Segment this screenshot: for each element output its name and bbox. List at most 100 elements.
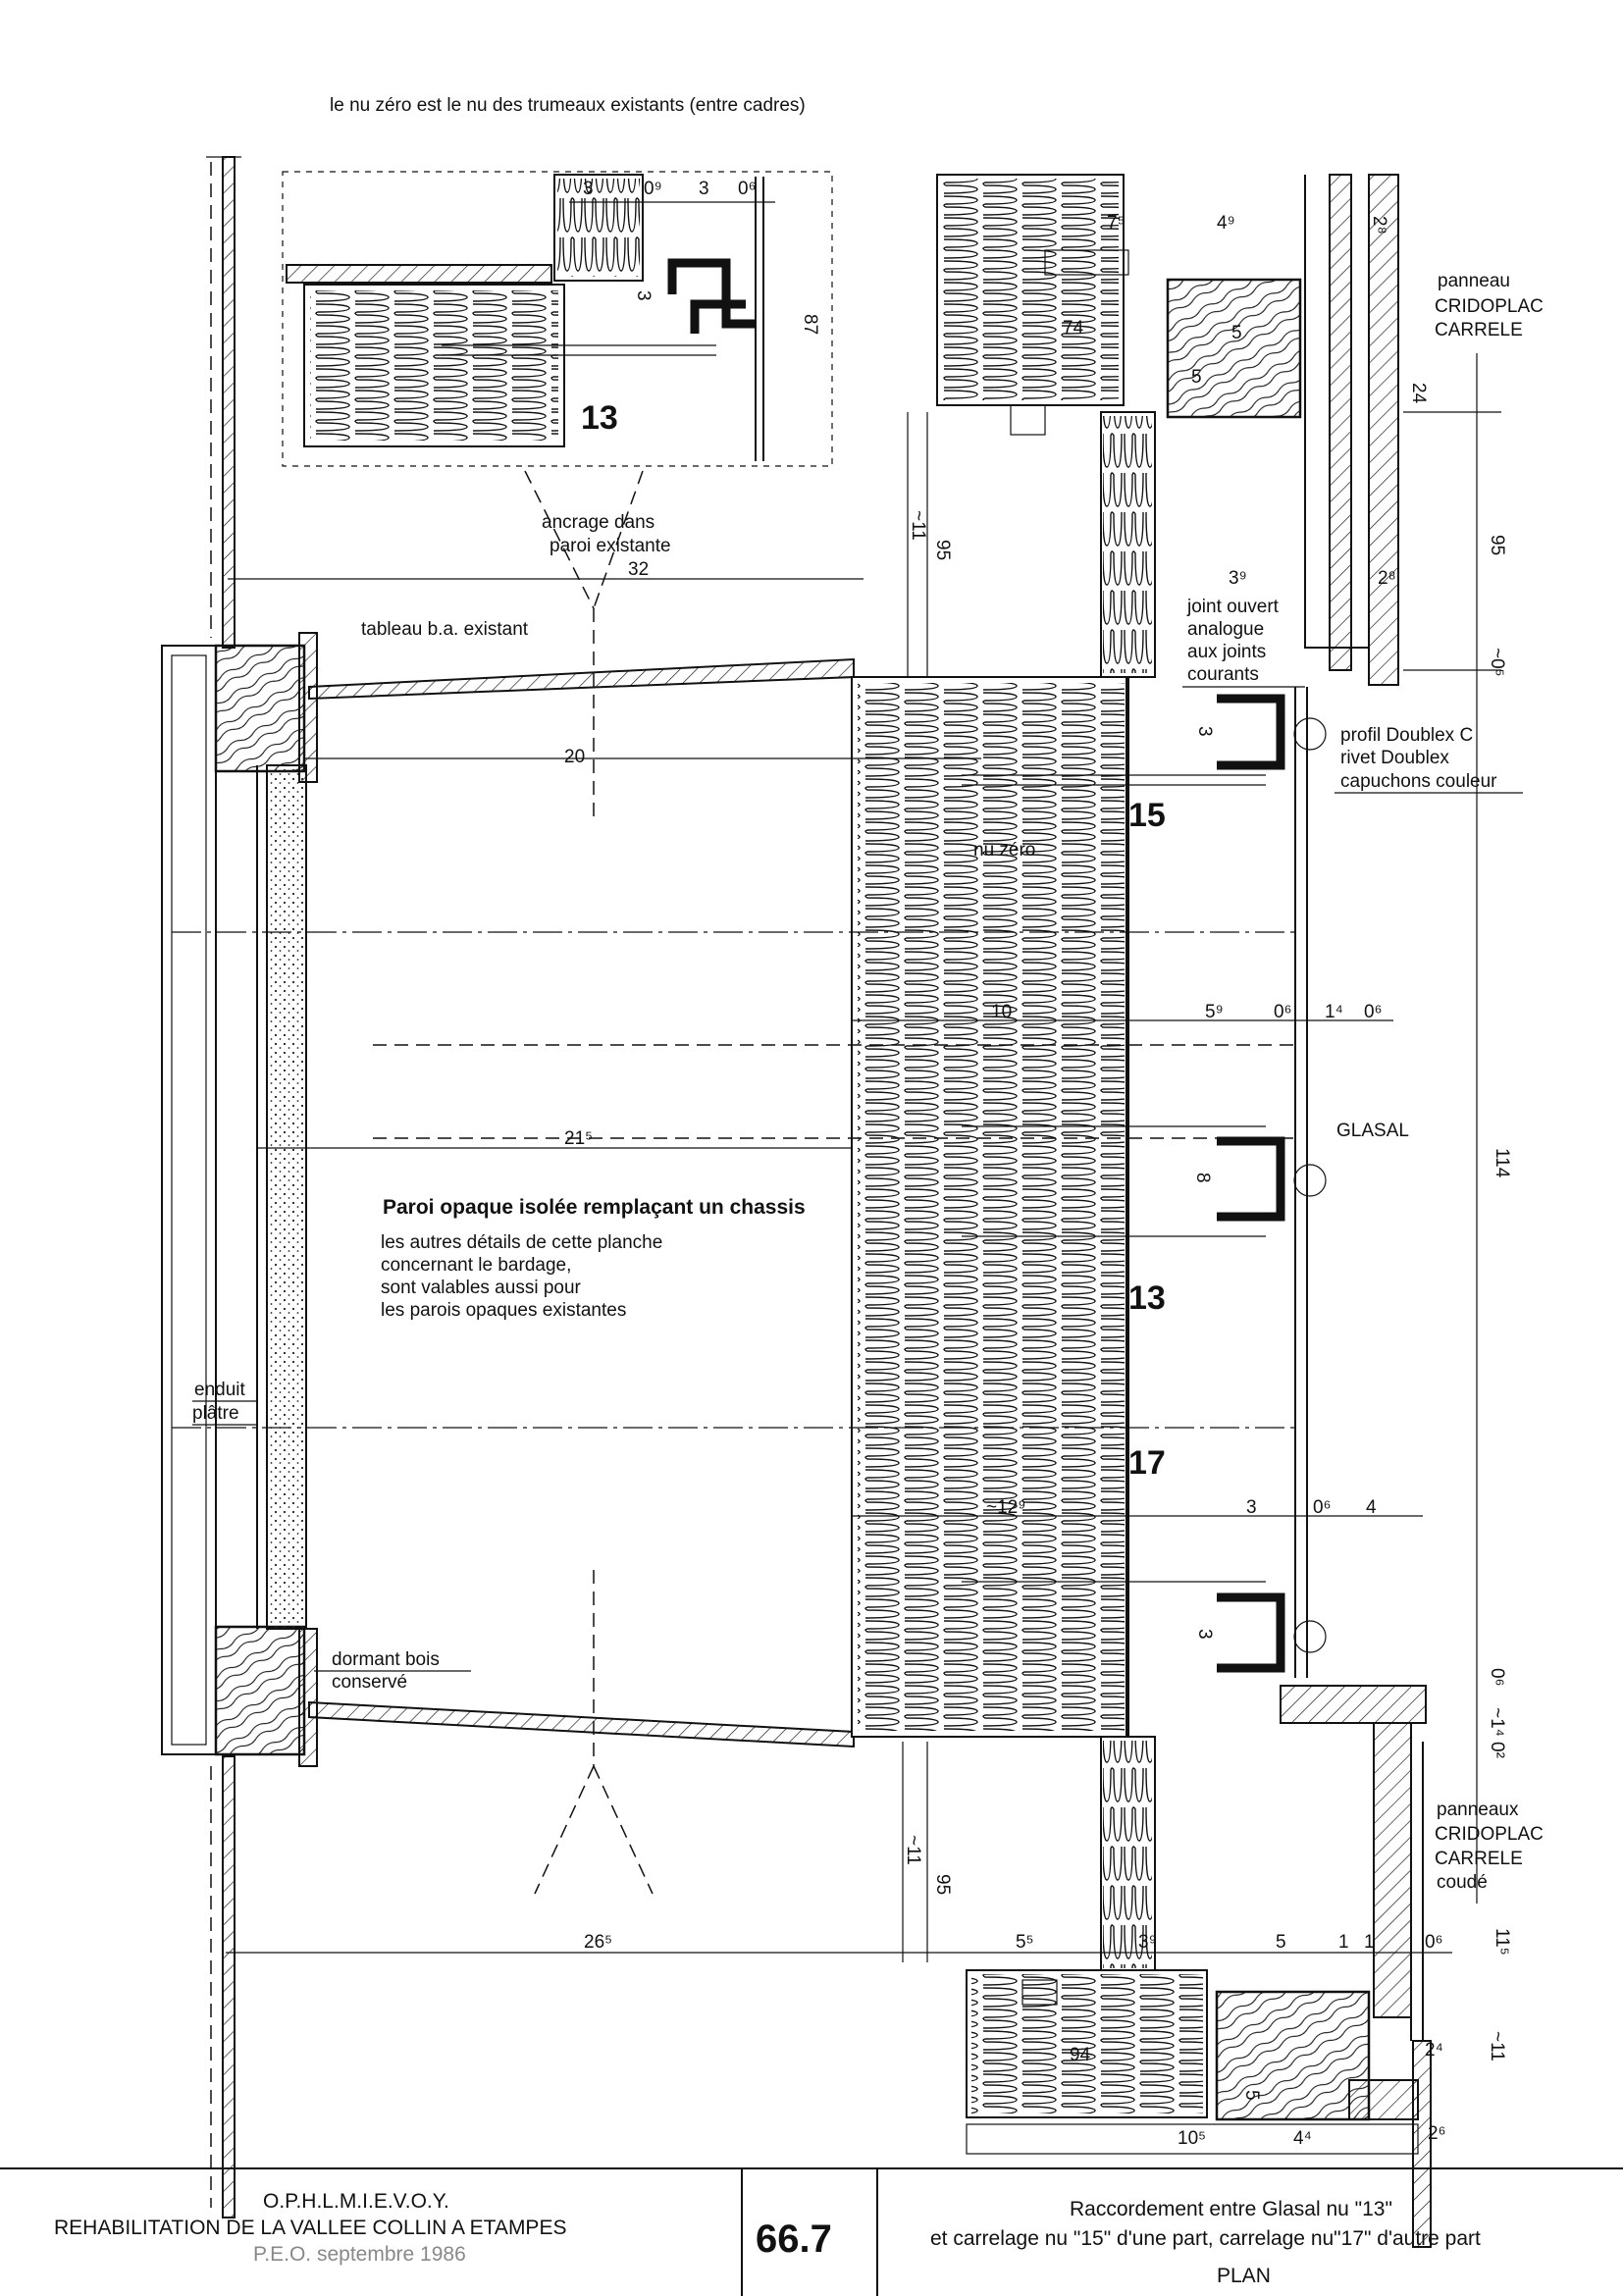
label-joint-2: analogue xyxy=(1187,619,1264,640)
dim-06a: 0⁶ xyxy=(738,179,756,199)
dim-115: 11⁵ xyxy=(1492,1928,1512,1956)
dim-49: 4⁹ xyxy=(1217,213,1235,234)
title-desc-2: et carrelage nu "15" d'une part, carrela… xyxy=(930,2227,1481,2250)
plaster-labels: enduit plâtre dormant bois conservé xyxy=(192,1380,471,1693)
label-platre: plâtre xyxy=(192,1403,239,1424)
title-org: O.P.H.L.M.I.E.V.O.Y. xyxy=(263,2190,449,2213)
dim-06d: 0⁶ xyxy=(1313,1497,1331,1518)
title-desc-3: PLAN xyxy=(1217,2265,1271,2287)
dim-10: 10 xyxy=(991,1002,1012,1022)
label-carrele-bot: CARRELE xyxy=(1435,1849,1523,1869)
dim-5c: 5 xyxy=(1276,1932,1286,1953)
dim-3c: 3 xyxy=(633,290,654,301)
vertical-dimensions: ~11 95 11 4 ~11 95 xyxy=(902,412,1512,1962)
dim-3d: 3 xyxy=(1194,726,1215,737)
paroi-line-3: sont valables aussi pour xyxy=(381,1278,582,1298)
dim-09: 0⁹ xyxy=(644,179,662,199)
label-glasal: GLASAL xyxy=(1336,1121,1409,1141)
dim-3a: 3 xyxy=(583,179,594,199)
label-nu-13-main: 13 xyxy=(1128,1279,1166,1317)
title-block: O.P.H.L.M.I.E.V.O.Y. REHABILITATION DE L… xyxy=(0,2167,1623,2296)
dim-06c: 0⁶ xyxy=(1364,1002,1382,1022)
dim-87: 87 xyxy=(800,314,820,335)
dim-44: 4⁴ xyxy=(1293,2128,1312,2149)
horizontal-dimensions: 20 10 5⁹ 0⁶ 1⁴ 0⁶ 21⁵ ~12⁹ 3 0⁶ 4 xyxy=(257,747,1423,1518)
label-nu-13-top: 13 xyxy=(581,399,618,437)
dim-1a: 1 xyxy=(1338,1932,1349,1953)
dim-28b: 2⁸ xyxy=(1378,568,1396,589)
dim-74: 74 xyxy=(1063,318,1084,339)
label-paroi-existante: paroi existante xyxy=(550,536,671,556)
dim-05: ~0⁵ xyxy=(1487,648,1507,677)
label-nu-15: 15 xyxy=(1128,797,1166,834)
label-capuchons: capuchons couleur xyxy=(1340,771,1497,792)
dim-24a: 24 xyxy=(1408,383,1429,404)
dim-3b: 3 xyxy=(699,179,709,199)
title-date: P.E.O. septembre 1986 xyxy=(253,2243,466,2266)
label-cridoplac-bot: CRIDOPLAC xyxy=(1435,1824,1544,1845)
title-number: 66.7 xyxy=(756,2218,832,2261)
existing-wall-left xyxy=(206,156,241,2218)
anchor-lines-bottom xyxy=(534,1570,654,1895)
label-coude-bot: coudé xyxy=(1437,1872,1488,1893)
label-enduit: enduit xyxy=(194,1380,245,1400)
dim-59: 5⁹ xyxy=(1205,1002,1224,1022)
dim-1b: 1 xyxy=(1364,1932,1375,1953)
dim-11a: ~11 xyxy=(908,510,928,541)
profile-labels: profil Doublex C rivet Doublex capuchons… xyxy=(1182,597,1523,1141)
doublex-profiles: 3 8 3 xyxy=(962,687,1327,1678)
label-dormant: dormant bois xyxy=(332,1649,440,1670)
label-nu-17: 17 xyxy=(1128,1444,1166,1482)
dim-129: ~12⁹ xyxy=(986,1497,1025,1518)
paroi-line-4: les parois opaques existantes xyxy=(381,1300,626,1321)
title-project: REHABILITATION DE LA VALLEE COLLIN A ETA… xyxy=(54,2217,566,2239)
label-panneau-top: panneau xyxy=(1438,271,1510,291)
title-desc-1: Raccordement entre Glasal nu "13" xyxy=(1070,2198,1392,2220)
dim-5b: 5 xyxy=(1191,367,1202,388)
label-nu-zero: nu zéro xyxy=(973,840,1035,861)
label-joint-4: courants xyxy=(1187,664,1259,685)
dim-26: 2⁶ xyxy=(1428,2123,1445,2144)
dim-39a: 3⁹ xyxy=(1229,568,1247,589)
dim-14b: ~1⁴ xyxy=(1487,1707,1507,1737)
detail-bottom-right: 26⁵ 5⁵ 3⁹ 5 1 1 0⁶ 11⁵ 0⁶ ~1⁴ 0² 94 5 2⁴… xyxy=(226,1668,1544,2248)
paroi-title: Paroi opaque isolée remplaçant un chassi… xyxy=(383,1196,806,1219)
paroi-note: Paroi opaque isolée remplaçant un chassi… xyxy=(381,1196,806,1321)
dim-32: 32 xyxy=(628,559,649,580)
dim-8: 8 xyxy=(1192,1173,1213,1183)
dim-3e: 3 xyxy=(1246,1497,1257,1518)
window-frame xyxy=(161,632,855,1767)
label-profil-doublex: profil Doublex C xyxy=(1340,725,1473,746)
dim-94: 94 xyxy=(1070,2045,1091,2065)
dim-265: 26⁵ xyxy=(584,1932,612,1953)
label-cridoplac-top: CRIDOPLAC xyxy=(1435,296,1544,317)
dim-39b: 3⁹ xyxy=(1138,1932,1157,1953)
detail-top-right: 7⁵ 4⁹ 2⁸ 74 5 5 24 3⁹ 2⁸ 95 ~0⁵ panneau … xyxy=(936,174,1544,1904)
dim-24b: 2⁴ xyxy=(1425,2040,1443,2061)
paroi-line-2: concernant le bardage, xyxy=(381,1255,571,1276)
detail-top-left: 13 3 0⁹ 3 0⁶ 87 3 xyxy=(282,171,833,467)
paroi-line-1: les autres détails de cette planche xyxy=(381,1232,662,1253)
label-rivet-doublex: rivet Doublex xyxy=(1340,748,1449,768)
top-note: le nu zéro est le nu des trumeaux exista… xyxy=(330,95,806,116)
dim-95b: 95 xyxy=(932,540,953,560)
dim-02: 0² xyxy=(1487,1742,1507,1758)
dim-06b: 0⁶ xyxy=(1274,1002,1291,1022)
dim-3f: 3 xyxy=(1194,1629,1215,1640)
dim-5d: 5 xyxy=(1241,2090,1262,2101)
label-conserve: conservé xyxy=(332,1672,407,1693)
label-joint-3: aux joints xyxy=(1187,642,1266,662)
anchor-lines: ancrage dans paroi existante 32 tableau … xyxy=(228,470,864,824)
label-joint-1: joint ouvert xyxy=(1186,597,1280,617)
label-tableau: tableau b.a. existant xyxy=(361,619,529,640)
label-panneaux-bot: panneaux xyxy=(1437,1800,1519,1820)
dim-5a: 5 xyxy=(1231,323,1242,343)
dim-28a: 2⁸ xyxy=(1369,216,1389,235)
dim-11c: ~11 xyxy=(1487,2031,1507,2061)
dim-06f: 0⁶ xyxy=(1425,1932,1442,1953)
dim-20: 20 xyxy=(564,747,585,767)
dim-95c: 95 xyxy=(932,1874,953,1895)
dim-11b: ~11 xyxy=(903,1835,923,1865)
dim-4: 4 xyxy=(1366,1497,1377,1518)
